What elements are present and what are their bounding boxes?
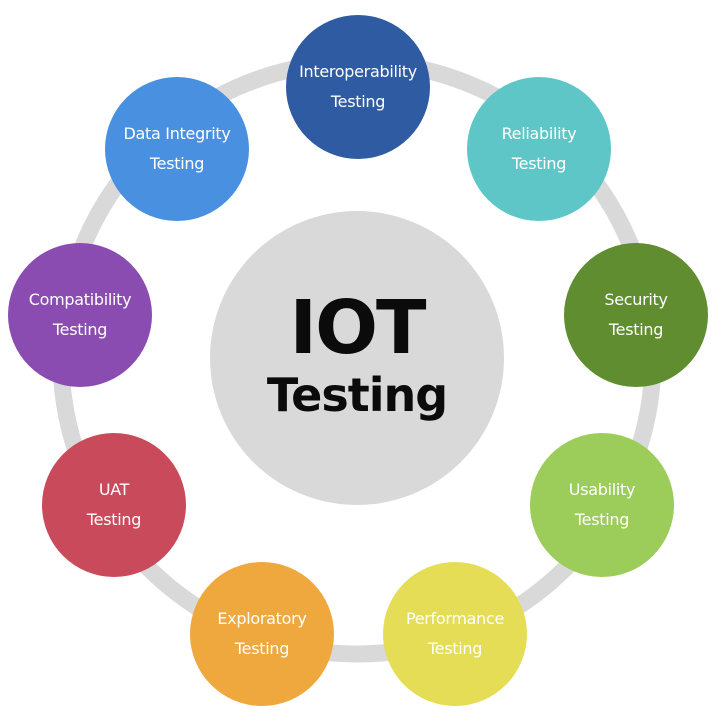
node-label: Security <box>604 290 668 309</box>
node-label: Data Integrity <box>123 124 231 143</box>
node-reliability-testing: Reliability Testing <box>467 77 611 221</box>
node-label: Exploratory <box>217 609 307 628</box>
node-usability-testing: Usability Testing <box>530 433 674 577</box>
node-label: Reliability <box>501 124 577 143</box>
node-label: Testing <box>52 320 108 339</box>
node-label: Testing <box>574 510 630 529</box>
node-label: Compatibility <box>28 290 132 309</box>
node-security-testing: Security Testing <box>564 243 708 387</box>
node-label: Testing <box>427 639 483 658</box>
center-hub: IOT Testing <box>210 211 504 505</box>
center-title: IOT <box>289 285 427 371</box>
node-label: Testing <box>608 320 664 339</box>
node-label: Testing <box>511 154 567 173</box>
node-label: Performance <box>405 609 505 628</box>
node-exploratory-testing: Exploratory Testing <box>190 562 334 706</box>
node-label: Testing <box>149 154 205 173</box>
node-compatibility-testing: Compatibility Testing <box>8 243 152 387</box>
node-label: Interoperability <box>299 62 417 81</box>
node-label: Testing <box>330 92 386 111</box>
node-label: Usability <box>568 480 636 499</box>
node-uat-testing: UAT Testing <box>42 433 186 577</box>
center-subtitle: Testing <box>266 368 448 422</box>
node-interoperability-testing: Interoperability Testing <box>286 15 430 159</box>
node-performance-testing: Performance Testing <box>383 562 527 706</box>
node-label: Testing <box>234 639 290 658</box>
node-label: UAT <box>98 480 130 499</box>
node-data-integrity-testing: Data Integrity Testing <box>105 77 249 221</box>
node-label: Testing <box>86 510 142 529</box>
